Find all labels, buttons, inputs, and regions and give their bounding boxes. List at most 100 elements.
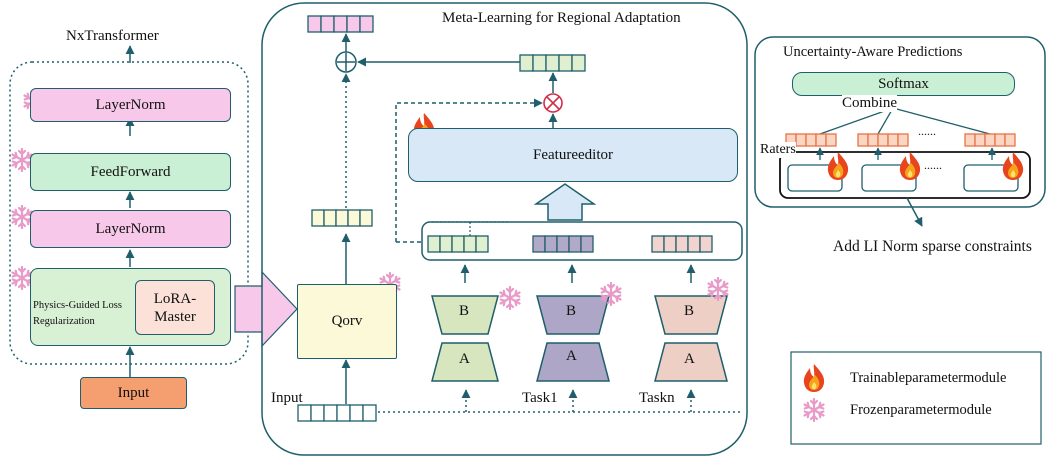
lora-label-line1: LoRA- <box>153 290 197 307</box>
vector-cell <box>556 235 570 253</box>
output-vector <box>307 15 374 33</box>
vector-cell <box>580 235 594 253</box>
layernorm-top: LayerNorm <box>30 88 231 122</box>
vector-cell <box>475 235 489 253</box>
adaptern-b-label: B <box>684 303 695 319</box>
adaptern-b <box>654 295 728 335</box>
flame-icon <box>899 152 921 180</box>
vector-cell <box>887 133 899 147</box>
task1-label: Task1 <box>522 390 558 406</box>
vector-cell <box>675 235 689 253</box>
uncertainty-frame <box>754 36 1046 208</box>
arrow-to-constraint <box>906 197 923 227</box>
adapter2-a <box>536 342 610 382</box>
vector-cell <box>571 54 586 72</box>
vector-cell <box>1004 133 1016 147</box>
vector-cell <box>439 235 453 253</box>
rater-vector-2 <box>857 133 909 147</box>
input-vector <box>297 404 377 422</box>
feature-editor-box: Featureeditor <box>408 128 738 182</box>
input-box: Input <box>80 377 187 409</box>
vector-cell <box>805 133 817 147</box>
pink-flow-arrow <box>234 270 298 348</box>
vector-cell <box>663 235 677 253</box>
adapter2-b <box>536 295 610 335</box>
vector-cell <box>651 235 665 253</box>
softmax-box: Softmax <box>792 72 1015 96</box>
flame-icon <box>803 364 825 392</box>
combine-label: Combine <box>842 95 897 112</box>
transformer-frame <box>9 61 249 365</box>
rater-vector-n <box>964 133 1016 147</box>
vector-cell <box>347 209 361 227</box>
vector-cell <box>336 404 351 422</box>
vector-cell <box>519 54 534 72</box>
vector-cell <box>897 133 909 147</box>
physics-label-line2: Regularization <box>33 316 95 327</box>
lora-master-box: LoRA- Master <box>135 280 215 335</box>
feature-vector <box>519 54 586 72</box>
vector-cell <box>307 15 322 33</box>
transformer-title: NxTransformer <box>66 28 159 44</box>
vector-cell <box>335 209 349 227</box>
vector-cell <box>964 133 976 147</box>
constraint-label: Add LI Norm sparse constraints <box>833 238 1032 255</box>
vector-cell <box>687 235 701 253</box>
lora-label-line2: Master <box>154 308 196 325</box>
vector-cell <box>545 54 560 72</box>
snowflake-icon <box>11 204 33 230</box>
flame-icon <box>827 152 849 180</box>
adapter2-a-label: A <box>566 348 577 364</box>
raters-label: Raters <box>760 142 796 158</box>
adaptern-a <box>654 342 728 382</box>
vector-cell <box>323 404 338 422</box>
snowflake-icon <box>499 285 521 311</box>
layernorm-bottom: LayerNorm <box>30 210 231 248</box>
snowflake-icon <box>600 281 622 307</box>
vector-cell <box>297 404 312 422</box>
vector-cell <box>463 235 477 253</box>
vector-cell <box>877 133 889 147</box>
vector-cell <box>427 235 441 253</box>
vector-cell <box>825 133 837 147</box>
vector-cell <box>795 133 807 147</box>
vector-cell <box>359 15 374 33</box>
snowflake-icon <box>707 276 729 302</box>
vector-cell <box>532 235 546 253</box>
taskn-label: Taskn <box>639 390 675 406</box>
adaptern-output-vector <box>651 235 713 253</box>
vector-cell <box>532 54 547 72</box>
snowflake-icon <box>803 397 825 423</box>
rater-vector-1 <box>785 133 837 147</box>
vector-cell <box>323 209 337 227</box>
adapter1-output-vector <box>427 235 489 253</box>
dots-bottom: ...... <box>924 158 942 172</box>
adapter2-output-vector <box>532 235 594 253</box>
vector-cell <box>974 133 986 147</box>
vector-cell <box>568 235 582 253</box>
vector-cell <box>815 133 827 147</box>
vector-cell <box>362 404 377 422</box>
legend-trainable-label: Trainableparametermodule <box>850 370 1007 386</box>
vector-cell <box>994 133 1006 147</box>
adapter-output-frame <box>421 221 743 261</box>
adapter2-b-label: B <box>566 303 577 319</box>
flame-icon <box>1002 152 1024 180</box>
snowflake-icon <box>11 265 33 291</box>
raters-frame <box>779 151 1031 199</box>
adapter1-b-label: B <box>459 303 470 319</box>
editor-input-arrow <box>533 183 597 221</box>
physics-label-line1: Physics-Guided Loss <box>33 300 122 311</box>
adaptern-a-label: A <box>684 351 695 367</box>
vector-cell <box>333 15 348 33</box>
vector-cell <box>320 15 335 33</box>
adapter1-b <box>431 295 499 335</box>
snowflake-icon <box>11 147 33 173</box>
vector-cell <box>867 133 879 147</box>
vector-cell <box>857 133 869 147</box>
vector-cell <box>451 235 465 253</box>
feedforward-box: FeedForward <box>30 153 231 191</box>
vector-cell <box>984 133 996 147</box>
